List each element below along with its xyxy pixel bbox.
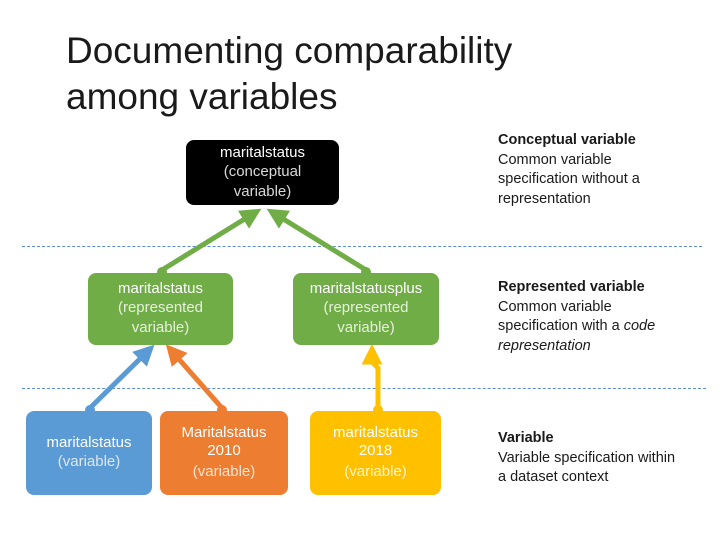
node-name: maritalstatus <box>117 280 204 297</box>
node-variable-orange[interactable]: Maritalstatus 2010 (variable) <box>160 411 288 495</box>
arrow-represented-right-to-conceptual <box>266 208 368 273</box>
node-type-label: (variable) <box>192 463 256 480</box>
legend-heading: Variable <box>498 430 554 446</box>
node-name: Maritalstatus 2010 <box>181 424 267 459</box>
node-name: maritalstatus <box>219 143 306 161</box>
node-name: maritalstatusplus <box>309 280 423 297</box>
node-type-label: (variable) <box>57 453 121 470</box>
tier-separator-top <box>22 246 702 247</box>
legend-text-emphasis: code representation <box>498 318 656 354</box>
node-represented-variable-left[interactable]: maritalstatus (represented variable) <box>88 273 233 345</box>
legend-text: Common variable specification with a cod… <box>498 298 678 357</box>
legend-represented: Represented variable Common variable spe… <box>498 278 708 356</box>
node-conceptual-variable[interactable]: maritalstatus (conceptual variable) <box>186 140 339 205</box>
legend-variable: Variable Variable specification within a… <box>498 429 708 488</box>
slide-title-line-2: among variables <box>66 76 338 117</box>
arrow-blue-to-represented-left <box>88 344 155 410</box>
node-type-label: (represented variable) <box>323 299 409 336</box>
node-represented-variable-right[interactable]: maritalstatusplus (represented variable) <box>293 273 439 345</box>
node-type-label: (variable) <box>344 463 407 480</box>
legend-text: Common variable specification without a … <box>498 151 640 207</box>
node-name: maritalstatus <box>46 434 132 451</box>
node-name: maritalstatus 2018 <box>332 424 419 459</box>
node-variable-yellow[interactable]: maritalstatus 2018 (variable) <box>310 411 441 495</box>
arrow-represented-left-to-conceptual <box>160 208 262 273</box>
legend-text-plain: Common variable specification with a <box>498 298 624 335</box>
slide-title: Documenting comparability among variable… <box>66 28 626 120</box>
slide-title-line-1: Documenting comparability <box>66 30 513 71</box>
legend-heading: Represented variable <box>498 279 645 295</box>
legend-heading: Conceptual variable <box>498 132 636 148</box>
arrow-orange-to-represented-left <box>165 344 224 410</box>
node-type-label: (represented variable) <box>117 299 204 336</box>
node-type-label: (conceptual variable) <box>223 162 302 200</box>
arrow-yellow-to-represented-right <box>361 343 383 408</box>
legend-text: Variable specification within a dataset … <box>498 449 676 486</box>
legend-conceptual: Conceptual variable Common variable spec… <box>498 131 708 209</box>
node-variable-blue[interactable]: maritalstatus (variable) <box>26 411 152 495</box>
tier-separator-bottom <box>22 388 706 389</box>
